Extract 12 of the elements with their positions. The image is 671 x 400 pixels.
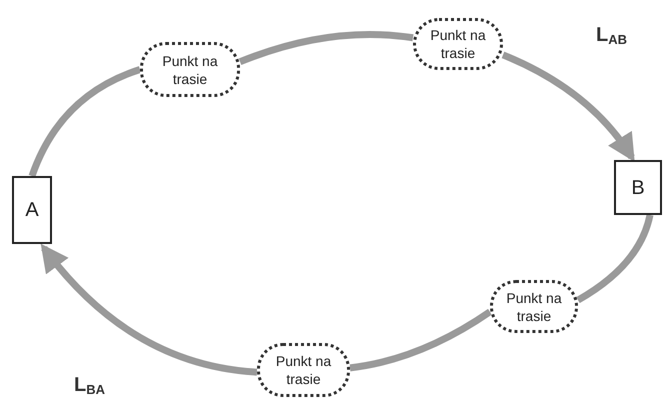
- path-label: L$_{BA}$: [74, 373, 105, 400]
- node-label: Punkt na trasie: [274, 352, 332, 388]
- node-label: Punkt na trasie: [161, 52, 219, 88]
- node-label: A: [25, 198, 39, 223]
- node-label: Punkt na trasie: [429, 26, 487, 62]
- path-label: L$_{AB}$: [596, 23, 627, 50]
- endpoint-box: [614, 160, 662, 215]
- arrow: [502, 52, 635, 162]
- node-label: Punkt na trasie: [505, 288, 563, 324]
- arrow: [40, 244, 258, 376]
- node-label: B: [631, 176, 645, 200]
- endpoint-box: [12, 176, 52, 244]
